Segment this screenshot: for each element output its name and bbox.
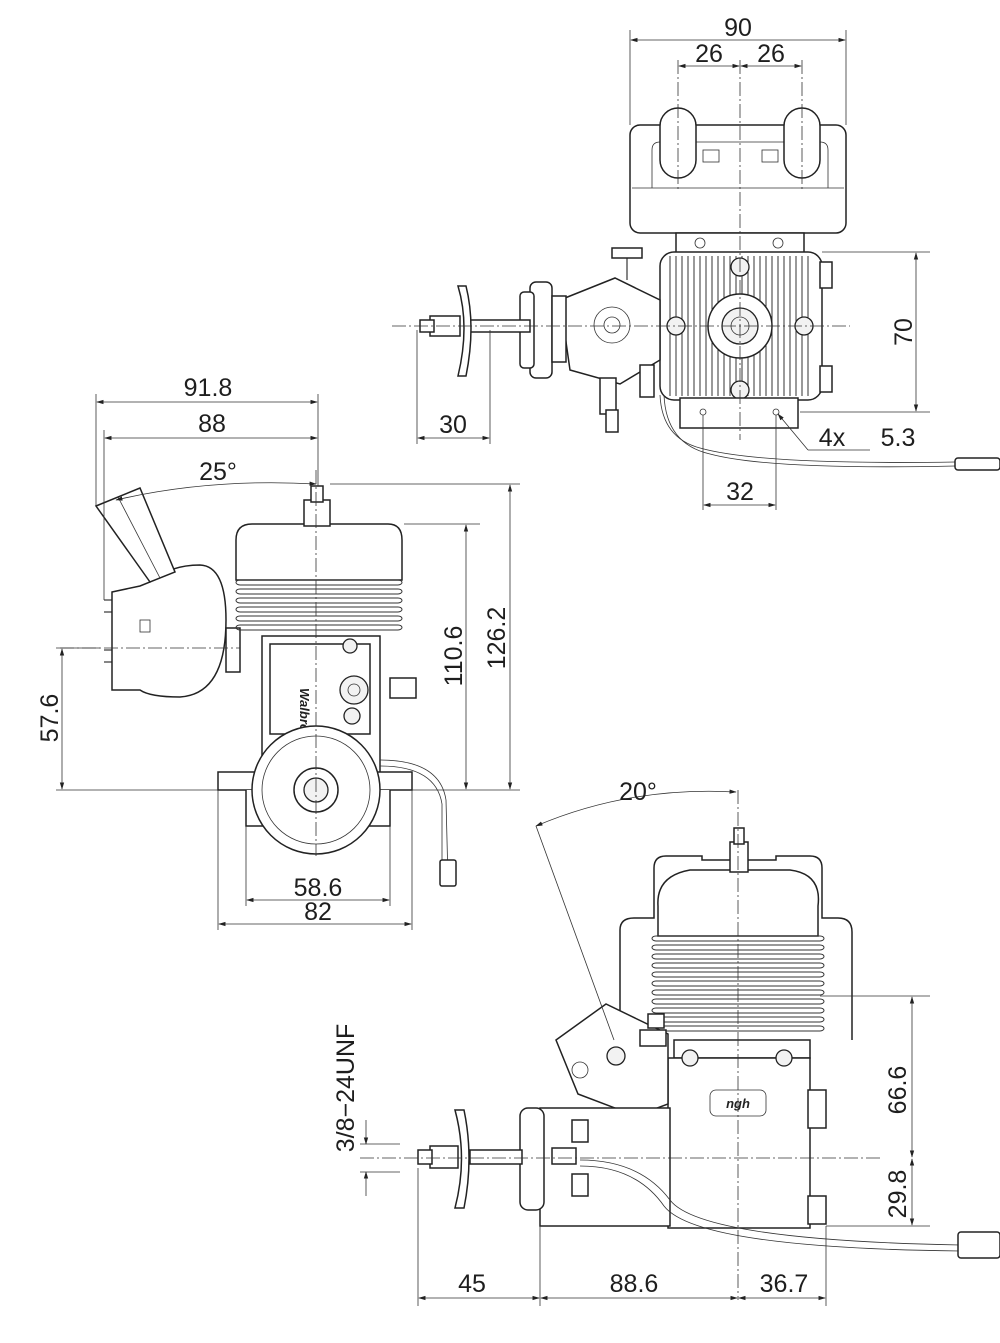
muffler-front	[111, 564, 227, 698]
dim-muffler-width: 88	[198, 410, 226, 438]
dim-axis-height: 57.6	[36, 694, 64, 743]
cooling-fin	[235, 597, 403, 604]
dim-holes-dia: 5.3	[881, 424, 916, 452]
crankcase-side	[667, 1057, 811, 1229]
top-view: 90 26 26 70 30 4x 5.3 32	[392, 14, 1000, 510]
cooling-fin	[235, 579, 403, 586]
dim-shaft: 30	[439, 411, 467, 439]
drive-hub-side	[539, 1107, 671, 1227]
cylinder-head-front	[235, 523, 403, 581]
carburetor-top	[559, 277, 661, 385]
cooling-fin	[235, 624, 403, 631]
dim-shaft-len: 45	[458, 1270, 486, 1298]
dim-body-len: 88.6	[610, 1270, 659, 1298]
cooling-fin	[235, 615, 403, 622]
front-view: Walbro	[36, 374, 520, 930]
dim-upper-height: 66.6	[884, 1066, 912, 1115]
dim-height-total: 126.2	[483, 607, 511, 670]
cooling-fin	[235, 606, 403, 613]
dim-angle-front: 25°	[199, 458, 237, 486]
dim-base-inner: 58.6	[294, 874, 343, 902]
cooling-fin	[651, 980, 825, 987]
dim-mount-spacing: 32	[726, 478, 754, 506]
dim-total-width: 90	[724, 14, 752, 42]
walbro-label: Walbro	[297, 688, 312, 732]
dim-holes-count: 4x	[819, 424, 846, 452]
cooling-fin	[235, 588, 403, 595]
dim-thread: 3/8−24UNF	[332, 1024, 360, 1153]
side-view: ngh	[332, 778, 1000, 1306]
dim-half-left: 26	[695, 40, 723, 68]
dim-base-outer: 82	[304, 898, 332, 926]
dim-lower-height: 29.8	[884, 1170, 912, 1219]
dim-angle-side: 20°	[619, 778, 657, 806]
dim-height: 70	[890, 318, 918, 346]
dim-rear-len: 36.7	[760, 1270, 809, 1298]
dim-height-cyl: 110.6	[440, 626, 468, 687]
dim-half-right: 26	[757, 40, 785, 68]
dim-overall-width: 91.8	[184, 374, 233, 402]
